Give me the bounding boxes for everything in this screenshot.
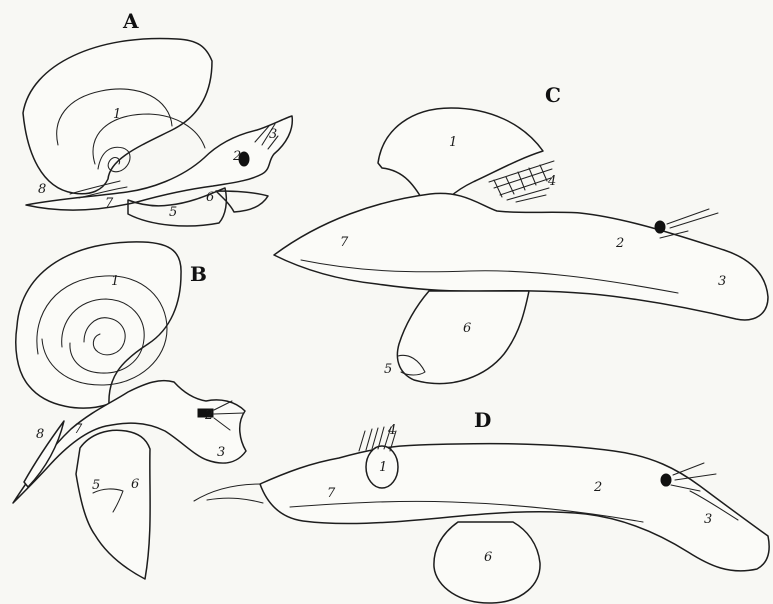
label-b-7: 7 [74,422,83,437]
label-c-3: 3 [718,274,726,289]
label-b-1: 1 [111,274,119,289]
label-a-5: 5 [169,205,177,220]
panel-c-figure: C [274,83,768,384]
panel-label-b: B [190,262,207,286]
panel-label-a: A [122,9,139,33]
panel-c-foot [397,291,529,384]
panel-d-tail [194,484,263,503]
panel-a-siphon-foot [216,191,268,212]
label-a-6: 6 [206,190,214,205]
label-c-4: 4 [547,174,556,189]
panel-label-d: D [474,408,491,432]
label-b-3: 3 [217,445,225,460]
label-a-2: 2 [232,149,241,164]
label-d-6: 6 [484,550,492,565]
panel-b-foot [76,430,150,579]
label-c-6: 6 [463,321,471,336]
label-b-5: 5 [92,478,100,493]
panel-a-figure: A [23,9,292,226]
label-a-8: 8 [38,182,46,197]
label-c-7: 7 [340,235,349,250]
label-c-5: 5 [384,362,392,377]
panel-c-eye [655,221,665,233]
label-b-2: 2 [204,408,213,423]
panel-d-eye [661,474,671,486]
label-d-7: 7 [327,486,336,501]
label-a-3: 3 [269,127,277,142]
panel-label-c: C [545,83,561,107]
label-d-2: 2 [593,480,602,495]
label-d-3: 3 [704,512,712,527]
label-a-7: 7 [105,196,114,211]
label-c-1: 1 [449,135,457,150]
panel-d-figure: D [194,408,769,603]
label-c-2: 2 [615,236,624,251]
label-b-8: 8 [36,427,44,442]
label-d-1: 1 [379,460,387,475]
label-a-1: 1 [113,107,121,122]
label-d-4: 4 [387,423,396,438]
label-b-6: 6 [131,477,139,492]
